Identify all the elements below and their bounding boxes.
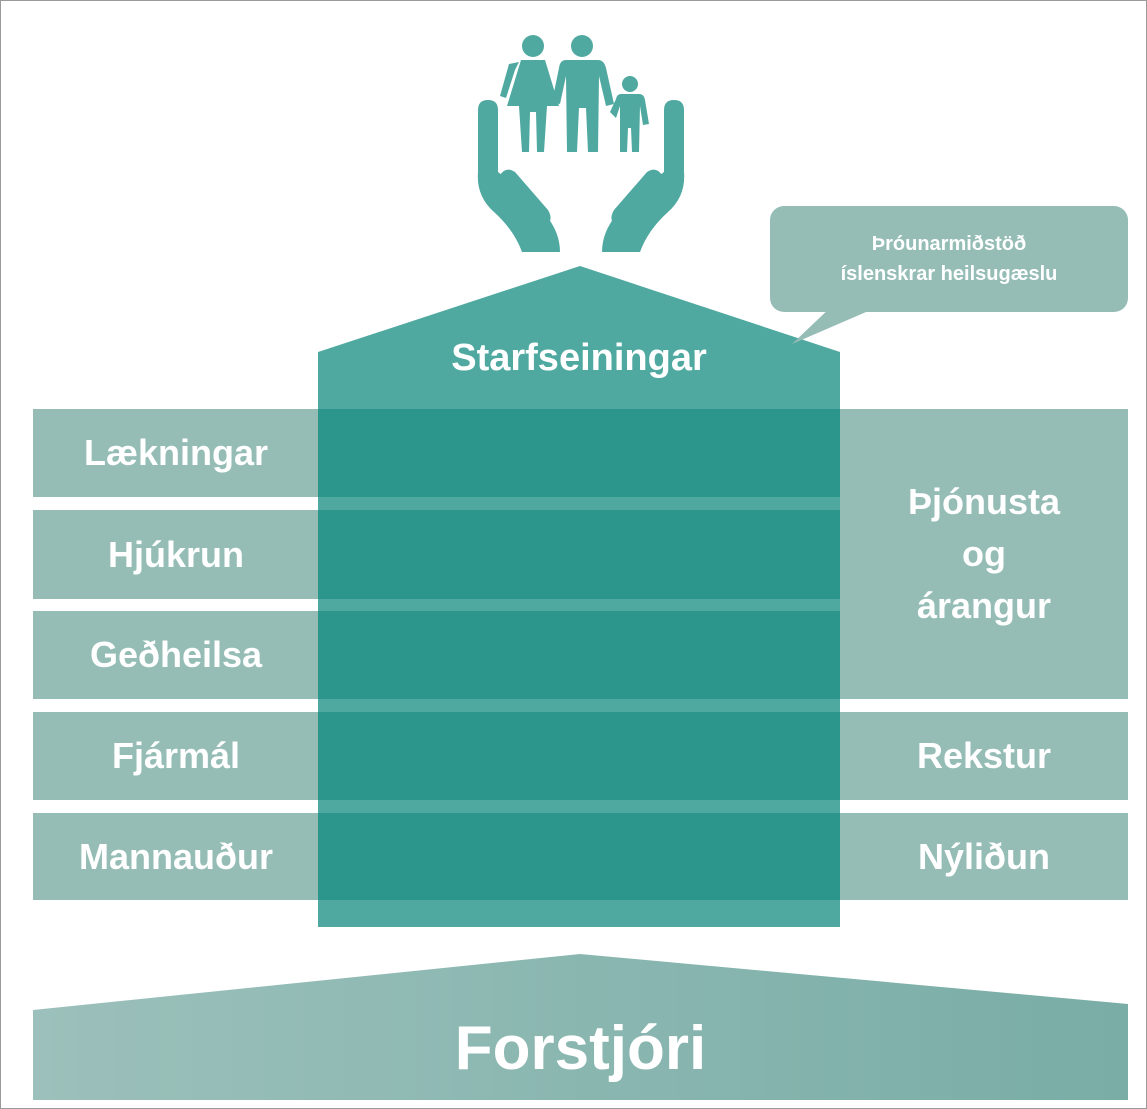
callout-bubble — [770, 206, 1128, 344]
band-hjukrun — [33, 510, 319, 599]
left-band-label-3: Geðheilsa — [89, 634, 263, 675]
left-band-label-2: Hjúkrun — [107, 533, 244, 575]
band-nylidun — [840, 813, 1128, 900]
band-thjonusta — [840, 409, 1128, 699]
central-column — [318, 266, 840, 927]
right-group-line-1: Þjónusta — [907, 481, 1060, 522]
base-shape — [33, 954, 1128, 1100]
right-band-label-1: Rekstur — [916, 735, 1052, 776]
callout-line-1: Þróunarmiðstöð — [871, 233, 1027, 255]
base-label: Forstjóri — [454, 1013, 707, 1083]
left-band-label-1: Lækningar — [83, 432, 269, 473]
right-group-label: Þjónusta og árangur — [840, 472, 1128, 636]
left-band-label-4: Fjármál — [111, 735, 241, 776]
right-group-line-2: og — [962, 533, 1006, 574]
right-band-label-2: Nýliðun — [918, 835, 1050, 877]
callout-text: Þróunarmiðstöð íslenskrar heilsugæslu — [770, 214, 1128, 304]
band-gedheilsa — [33, 611, 319, 699]
band-rekstur — [840, 712, 1128, 800]
band-laekningar — [33, 409, 319, 497]
callout-line-2: íslenskrar heilsugæslu — [840, 263, 1058, 285]
band-fjarmal — [33, 712, 319, 800]
left-bands — [33, 409, 319, 900]
left-band-label-5: Mannauður — [79, 835, 273, 877]
band-mannaudur — [33, 813, 319, 900]
right-group-line-3: árangur — [916, 585, 1052, 626]
right-bands — [840, 409, 1128, 900]
family-in-hands-icon — [477, 35, 685, 252]
column-label: Starfseiningar — [451, 336, 707, 379]
